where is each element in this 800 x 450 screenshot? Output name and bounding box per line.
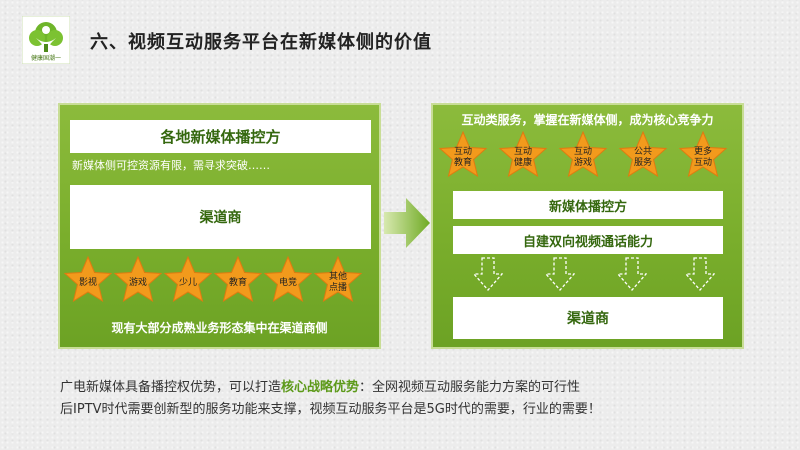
star-game: 游戏: [114, 256, 162, 302]
left-star-row: 影视 游戏 少儿 教育 电竞 其他 点播: [64, 256, 362, 302]
star-icon: [214, 256, 262, 302]
page-title: 六、视频互动服务平台在新媒体侧的价值: [90, 32, 432, 53]
body-line-1-post: ：全网视频互动服务能力方案的可行性: [359, 380, 581, 395]
left-channel-box: 渠道商: [70, 185, 371, 249]
star-icon: [559, 131, 607, 177]
body-line-2: 后IPTV时代需要创新型的服务功能来支撑，视频互动服务平台是5G时代的需要，行业…: [60, 402, 601, 417]
star-kids: 少儿: [164, 256, 212, 302]
star-interactive-health: 互动 健康: [499, 131, 547, 177]
arrow-right-icon: [384, 198, 430, 252]
tree-logo-icon: [21, 15, 71, 65]
star-icon: [314, 256, 362, 302]
dashed-arrow-down-icon: [472, 257, 504, 295]
star-icon: [64, 256, 112, 302]
star-label: 互动 健康: [513, 147, 532, 168]
left-note: 新媒体侧可控资源有限，需寻求突破……: [72, 159, 270, 172]
right-capability-box: 自建双向视频通话能力: [453, 226, 723, 254]
right-star-row: 互动 教育 互动 健康 互动 游戏 公共 服务 更多 互动: [439, 131, 727, 177]
body-highlight: 核心战略优势: [281, 380, 360, 395]
star-icon: [619, 131, 667, 177]
star-label: 公共 服务: [633, 147, 652, 168]
star-interactive-education: 互动 教育: [439, 131, 487, 177]
dashed-arrow-down-icon: [684, 257, 716, 295]
star-education: 教育: [214, 256, 262, 302]
star-film: 影视: [64, 256, 112, 302]
logo-text: 健康国潮一: [30, 55, 61, 62]
star-icon: [114, 256, 162, 302]
star-label: 互动 教育: [453, 147, 472, 168]
dashed-arrow-down-icon: [616, 257, 648, 295]
star-public-service: 公共 服务: [619, 131, 667, 177]
dashed-arrow-down-icon: [544, 257, 576, 295]
star-icon: [499, 131, 547, 177]
right-platform-box: 新媒体播控方: [453, 191, 723, 219]
star-interactive-game: 互动 游戏: [559, 131, 607, 177]
star-label: 教育: [228, 277, 247, 288]
left-caption: 现有大部分成熟业务形态集中在渠道商侧: [111, 321, 328, 335]
star-icon: [264, 256, 312, 302]
star-label: 影视: [78, 277, 97, 288]
left-panel: 各地新媒体播控方 新媒体侧可控资源有限，需寻求突破…… 渠道商 影视 游戏 少儿…: [58, 103, 381, 349]
star-other-vod: 其他 点播: [314, 256, 362, 302]
right-caption: 互动类服务，掌握在新媒体侧，成为核心竞争力: [461, 113, 714, 127]
right-panel: 互动类服务，掌握在新媒体侧，成为核心竞争力 互动 教育 互动 健康 互动 游戏 …: [431, 103, 744, 349]
star-esports: 电竞: [264, 256, 312, 302]
star-label: 少儿: [178, 277, 197, 288]
body-line-1: 广电新媒体具备播控权优势，可以打造核心战略优势：全网视频互动服务能力方案的可行性: [60, 376, 580, 395]
star-label: 互动 游戏: [573, 147, 592, 168]
star-icon: [164, 256, 212, 302]
star-more-interaction: 更多 互动: [679, 131, 727, 177]
star-icon: [679, 131, 727, 177]
star-icon: [439, 131, 487, 177]
star-label: 游戏: [128, 277, 147, 288]
star-label: 电竞: [278, 277, 297, 288]
body-line-1-pre: 广电新媒体具备播控权优势，可以打造: [60, 380, 282, 395]
left-head-box: 各地新媒体播控方: [70, 120, 371, 153]
logo: 健康国潮一: [21, 15, 71, 65]
right-channel-box: 渠道商: [453, 297, 723, 339]
star-label: 其他 点播: [328, 272, 347, 293]
star-label: 更多 互动: [693, 147, 712, 168]
